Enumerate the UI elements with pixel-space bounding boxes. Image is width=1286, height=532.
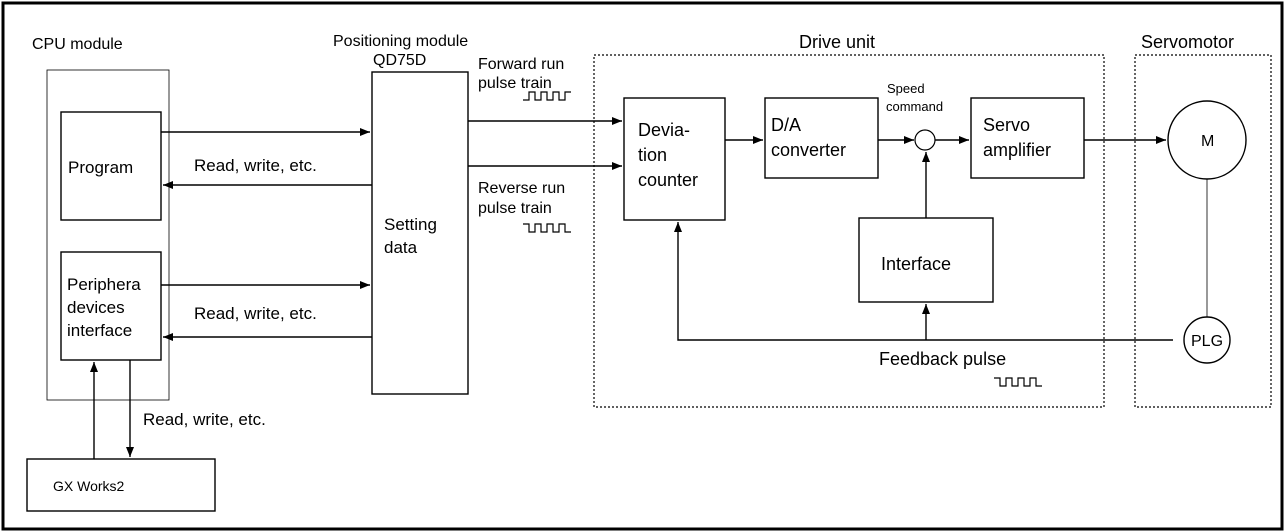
deviation-counter-label-2: tion — [638, 145, 667, 165]
servo-amplifier-label-2: amplifier — [983, 140, 1051, 160]
cpu-module-frame — [46, 69, 170, 401]
summing-junction — [914, 129, 936, 151]
forward-pulse-label-1: Forward run — [478, 56, 564, 73]
forward-pulse-label-2: pulse train — [478, 75, 552, 92]
servo-amplifier-box — [970, 97, 1085, 179]
positioning-module-model: QD75D — [373, 52, 426, 69]
peripheral-label-3: interface — [67, 321, 132, 340]
da-converter-label-2: converter — [771, 140, 846, 160]
peripheral-label-1: Periphera — [67, 275, 141, 294]
peripheral-interface-box — [60, 251, 162, 361]
deviation-counter-box — [623, 97, 726, 221]
program-box — [60, 111, 162, 221]
deviation-counter-label-3: counter — [638, 170, 698, 190]
positioning-module-box — [371, 71, 469, 395]
feedback-line — [674, 222, 1173, 341]
setting-data-label-2: data — [384, 238, 418, 257]
reverse-pulse-label-2: pulse train — [478, 200, 552, 217]
program-label: Program — [68, 158, 133, 177]
read-write-peripheral-label: Read, write, etc. — [194, 304, 317, 323]
da-converter-box — [764, 97, 879, 179]
feedback-pulse-label: Feedback pulse — [879, 349, 1006, 369]
drive-unit-title: Drive unit — [799, 32, 875, 52]
positioning-module-title: Positioning module — [333, 33, 468, 50]
speed-command-label-2: command — [886, 99, 943, 114]
plg-symbol — [1183, 316, 1231, 364]
cpu-module-title: CPU module — [32, 36, 123, 53]
motor-label: M — [1201, 133, 1214, 150]
deviation-counter-label-1: Devia- — [638, 120, 690, 140]
read-write-gx-label: Read, write, etc. — [143, 410, 266, 429]
da-converter-label-1: D/A — [771, 115, 801, 135]
speed-command-label-1: Speed — [887, 81, 925, 96]
read-write-program-label: Read, write, etc. — [194, 156, 317, 175]
gx-works-box — [26, 458, 216, 512]
feedback-pulse-waveform — [994, 377, 1042, 387]
servo-amplifier-label-1: Servo — [983, 115, 1030, 135]
forward-pulse-waveform — [523, 91, 571, 101]
setting-data-label-1: Setting — [384, 215, 437, 234]
interface-label: Interface — [881, 254, 951, 274]
peripheral-label-2: devices — [67, 298, 125, 317]
plg-label: PLG — [1191, 333, 1223, 350]
servomotor-frame — [1134, 54, 1272, 408]
drive-unit-frame — [593, 54, 1105, 408]
servomotor-title: Servomotor — [1141, 32, 1234, 52]
reverse-pulse-label-1: Reverse run — [478, 180, 565, 197]
reverse-pulse-waveform — [523, 223, 571, 233]
gx-works-label: GX Works2 — [53, 478, 125, 494]
